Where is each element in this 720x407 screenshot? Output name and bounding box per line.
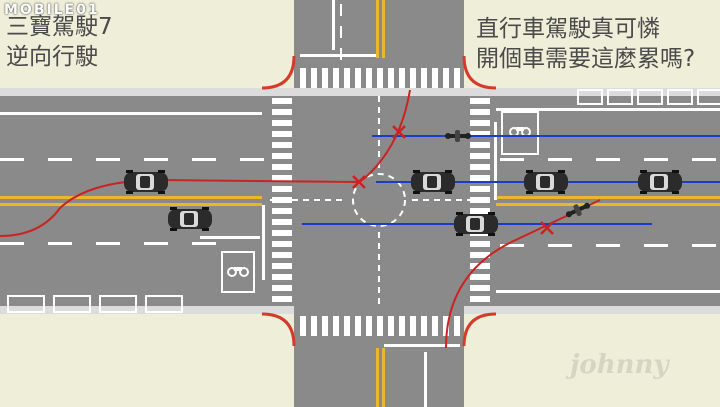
site-logo: MOBILE01	[4, 2, 100, 18]
caption-right-line1: 直行車駕駛真可憐	[476, 16, 660, 42]
car-icon	[454, 212, 498, 236]
conflict-markers	[352, 125, 554, 235]
conflict-x-icon	[540, 221, 554, 235]
ns-road-markings	[300, 0, 460, 407]
cars	[124, 170, 682, 236]
caption-left-line2: 逆向行駛	[6, 44, 98, 70]
west-road-markings	[0, 112, 265, 313]
scooter-icon	[445, 130, 471, 142]
caption-right: 直行車駕駛真可憐 開個車需要這麼累嗎?	[476, 14, 695, 74]
caption-left-line1: 三寶駕駛7	[6, 14, 113, 40]
turn-path	[359, 89, 411, 183]
scooter-icon	[565, 202, 591, 218]
caption-right-line2: 開個車需要這麼累嗎?	[476, 46, 696, 72]
east-road-markings	[494, 89, 720, 293]
car-icon	[524, 170, 568, 194]
conflict-x-icon	[392, 125, 406, 139]
scooter-path	[445, 199, 601, 349]
caption-left: 三寶駕駛7 逆向行駛	[6, 12, 113, 72]
curb-corners	[261, 55, 497, 347]
conflict-x-icon	[352, 175, 366, 189]
car-icon	[168, 207, 212, 231]
car-icon	[411, 170, 455, 194]
car-icon	[638, 170, 682, 194]
crosswalks	[272, 68, 490, 336]
car-icon	[124, 170, 168, 194]
author-watermark: johnny	[570, 350, 669, 380]
roundabout-guide	[270, 96, 488, 306]
motorcycle-waiting-box-icon	[227, 267, 249, 277]
